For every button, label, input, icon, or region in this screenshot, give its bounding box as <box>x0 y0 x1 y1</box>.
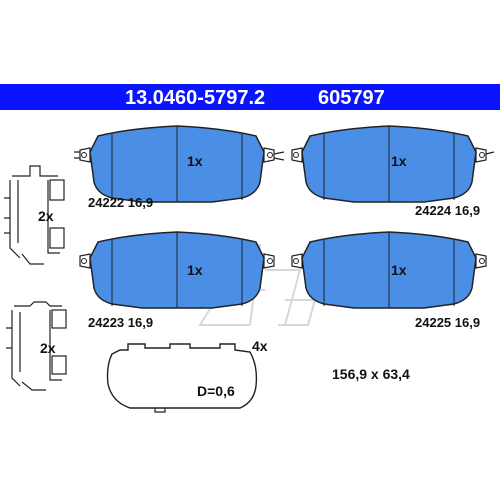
reference-number: 605797 <box>318 87 385 109</box>
clip-qty-2: 2x <box>40 340 56 356</box>
pad-qty-bottom-right: 1x <box>391 262 407 278</box>
wear-clip-1 <box>4 165 65 265</box>
pad-label-top-left: 24222 16,9 <box>88 195 154 210</box>
pad-label-top-right: 24224 16,9 <box>415 203 481 218</box>
brake-pad-top-right <box>291 125 495 203</box>
clip-qty-1: 2x <box>38 208 54 224</box>
shim-thickness-label: D=0,6 <box>197 383 235 399</box>
shim-plate <box>106 343 258 413</box>
header-banner: 13.0460-5797.2 605797 <box>0 84 500 110</box>
pad-label-bottom-left: 24223 16,9 <box>88 315 154 330</box>
brake-pad-bottom-right <box>291 231 487 309</box>
pad-label-bottom-right: 24225 16,9 <box>415 315 481 330</box>
part-number: 13.0460-5797.2 <box>125 87 266 109</box>
wear-clip-2 <box>6 301 67 391</box>
pad-qty-top-left: 1x <box>187 153 203 169</box>
brake-pad-top-left <box>74 125 285 203</box>
pad-dimensions: 156,9 x 63,4 <box>332 366 410 382</box>
pad-qty-top-right: 1x <box>391 153 407 169</box>
brake-pad-bottom-left <box>79 231 275 309</box>
shim-qty: 4x <box>252 338 268 354</box>
pad-qty-bottom-left: 1x <box>187 262 203 278</box>
